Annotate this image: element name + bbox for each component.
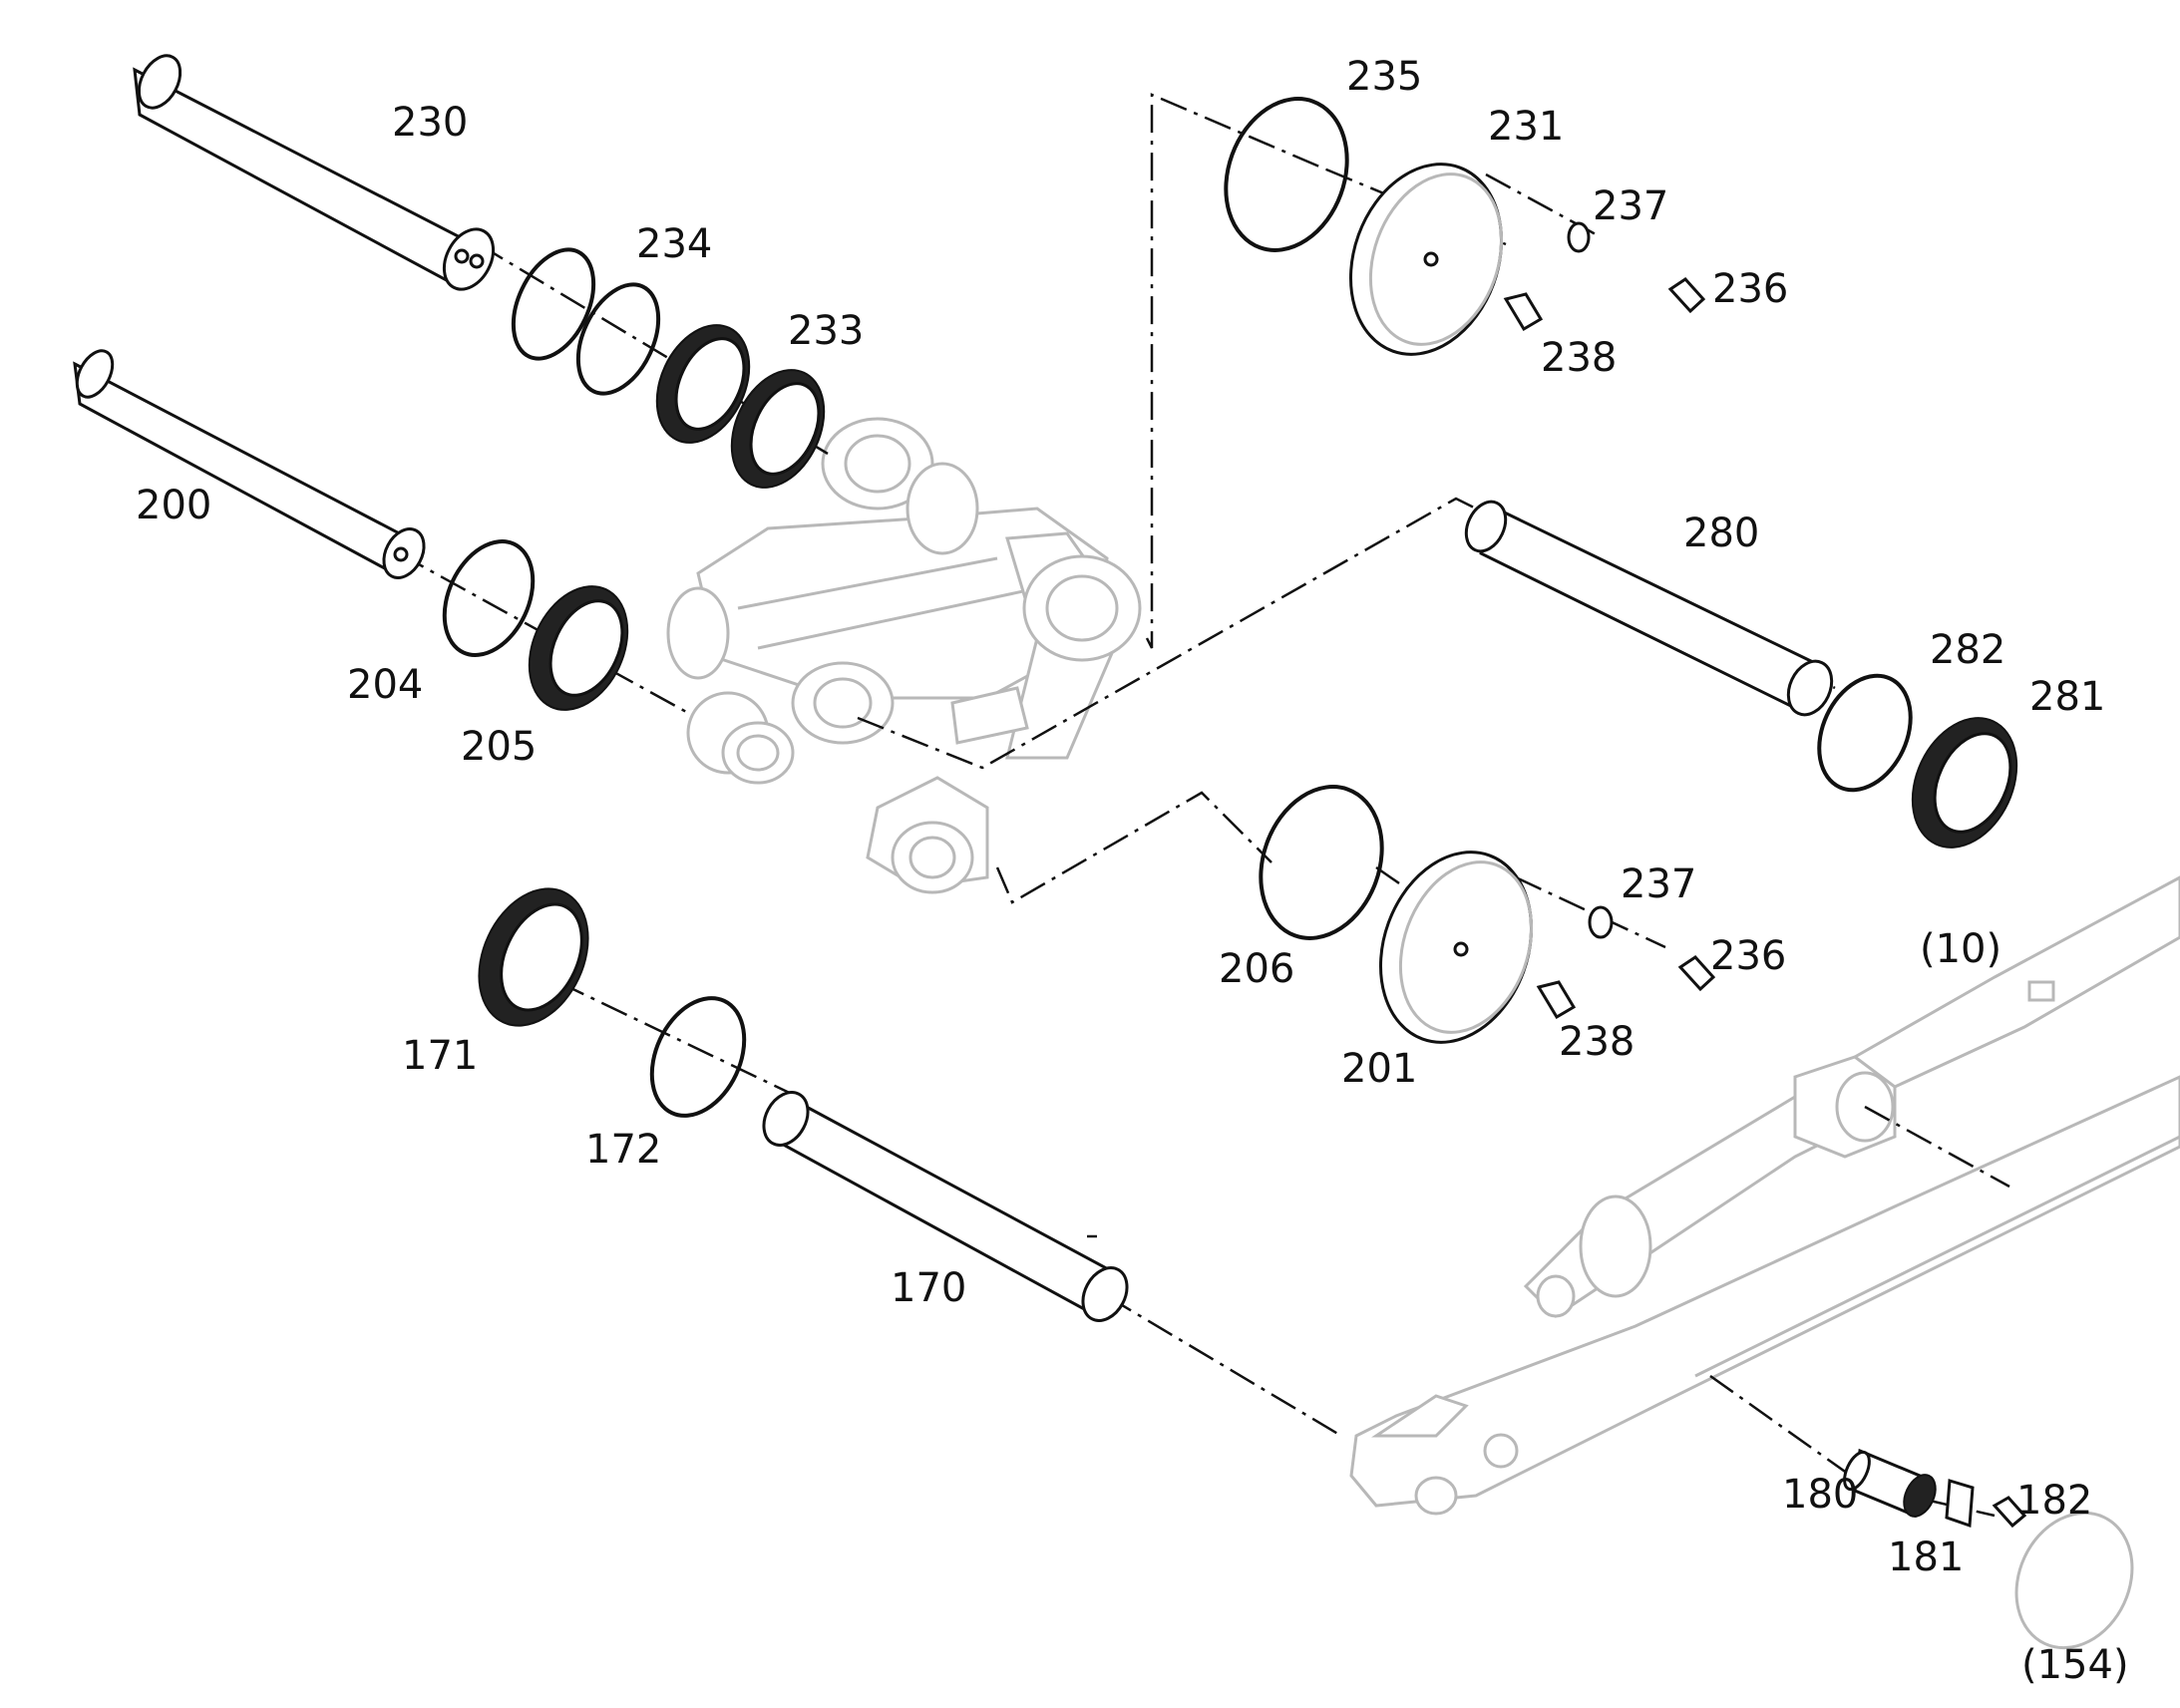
linkage-assembly bbox=[666, 417, 1142, 894]
bolt-236a bbox=[1667, 277, 1706, 314]
shim-281 bbox=[1911, 717, 2018, 849]
label-235: 235 bbox=[1346, 54, 1422, 100]
label-281: 281 bbox=[2029, 674, 2105, 720]
label-238-top: 238 bbox=[1541, 335, 1617, 381]
label-154: (154) bbox=[2021, 1642, 2129, 1688]
o-ring-204 bbox=[442, 539, 536, 657]
pin-280 bbox=[1464, 500, 1834, 717]
cover-plate-231 bbox=[1348, 163, 1504, 356]
pin-230 bbox=[133, 54, 496, 291]
label-236-mid: 236 bbox=[1710, 933, 1786, 979]
pin-170 bbox=[762, 1091, 1129, 1322]
label-237-top: 237 bbox=[1593, 183, 1668, 229]
label-230: 230 bbox=[392, 100, 468, 146]
bracket-181 bbox=[1945, 1479, 1975, 1529]
shim-233a bbox=[655, 324, 751, 444]
label-182: 182 bbox=[2016, 1478, 2092, 1524]
cover-154 bbox=[2014, 1511, 2134, 1650]
label-280: 280 bbox=[1683, 511, 1759, 556]
label-170: 170 bbox=[891, 1265, 966, 1311]
label-238-mid: 238 bbox=[1559, 1019, 1635, 1065]
fitting-238b bbox=[1536, 980, 1577, 1020]
label-204: 204 bbox=[347, 662, 423, 708]
shim-233b bbox=[730, 369, 826, 489]
label-201: 201 bbox=[1341, 1046, 1417, 1092]
boom-assembly bbox=[1349, 875, 2180, 1516]
label-234: 234 bbox=[636, 221, 712, 267]
shim-205 bbox=[528, 585, 629, 711]
o-ring-172 bbox=[649, 996, 747, 1118]
o-ring-235 bbox=[1224, 97, 1349, 252]
label-181: 181 bbox=[1888, 1535, 1964, 1580]
washer-237b bbox=[1588, 905, 1614, 939]
label-171: 171 bbox=[402, 1033, 478, 1079]
label-282: 282 bbox=[1930, 627, 2005, 673]
label-233: 233 bbox=[788, 308, 864, 354]
o-ring-234a bbox=[511, 247, 596, 361]
o-ring-234b bbox=[575, 282, 661, 396]
o-ring-282 bbox=[1817, 673, 1913, 793]
pin-200 bbox=[73, 349, 426, 579]
label-236-top: 236 bbox=[1712, 266, 1788, 312]
cover-plate-201 bbox=[1378, 851, 1534, 1044]
shim-171 bbox=[478, 887, 589, 1027]
o-ring-206 bbox=[1259, 785, 1384, 940]
bolt-236b bbox=[1677, 955, 1716, 992]
label-231: 231 bbox=[1488, 104, 1564, 150]
washer-237a bbox=[1567, 221, 1591, 253]
label-205: 205 bbox=[461, 724, 537, 770]
pin-180 bbox=[1843, 1448, 1937, 1519]
label-180: 180 bbox=[1782, 1472, 1858, 1518]
fitting-238a bbox=[1503, 292, 1544, 332]
label-206: 206 bbox=[1219, 946, 1294, 992]
label-237-mid: 237 bbox=[1621, 861, 1696, 907]
label-200: 200 bbox=[136, 483, 211, 528]
bolt-182 bbox=[1992, 1496, 2027, 1529]
label-172: 172 bbox=[585, 1127, 661, 1173]
part-labels: 230 234 233 200 204 205 235 231 237 236 … bbox=[136, 54, 2129, 1688]
label-10: (10) bbox=[1920, 926, 2001, 972]
